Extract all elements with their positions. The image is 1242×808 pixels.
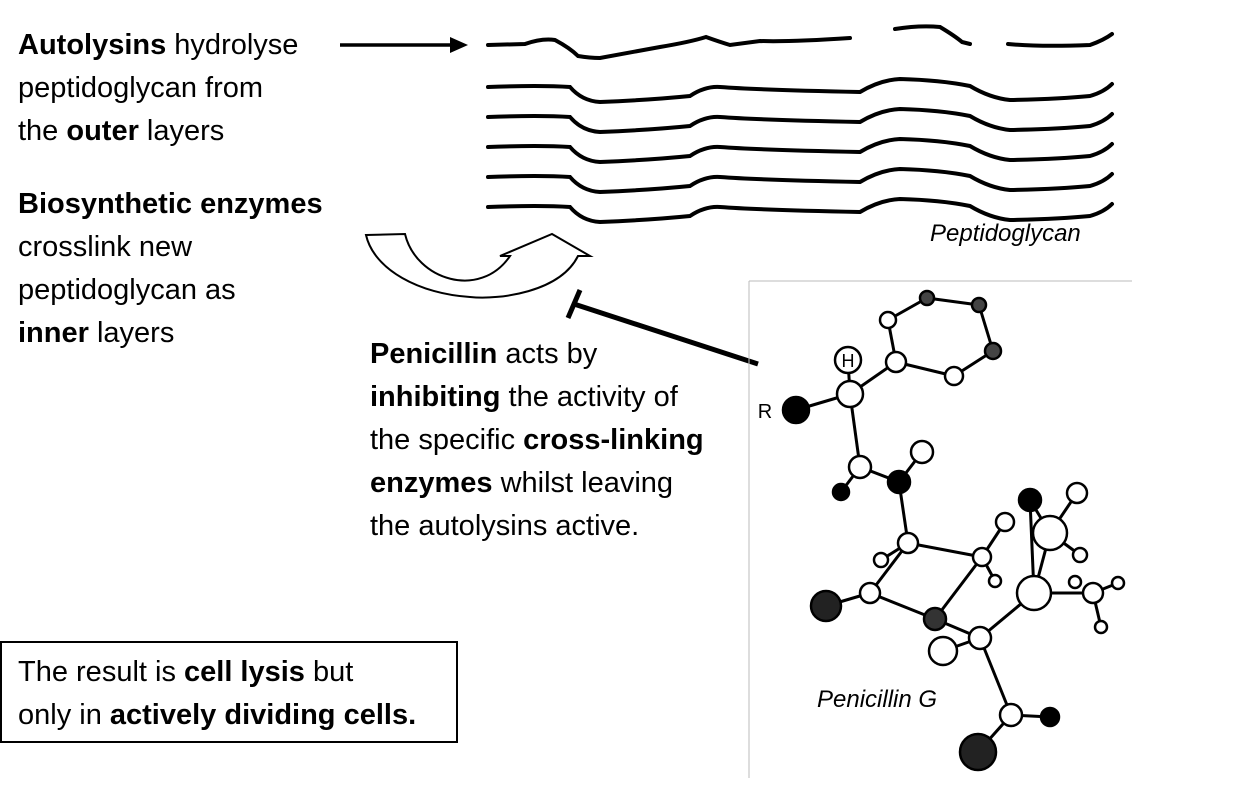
- peptidoglycan-layer: [486, 136, 1114, 165]
- autolysins-text: Autolysins hydrolyse peptidoglycan from …: [18, 29, 299, 147]
- biosynthesis-curved-arrow: [364, 232, 594, 299]
- penicillin-mechanism-text: Penicillin acts by inhibiting the activi…: [370, 338, 704, 542]
- peptidoglycan-layer: [486, 106, 1114, 135]
- atom-h-label: H: [842, 351, 855, 371]
- penicillin-g-label: Penicillin G: [817, 686, 938, 713]
- peptidoglycan-layer: [486, 196, 1114, 225]
- peptidoglycan-layer: [486, 166, 1114, 195]
- result-text: The result is cell lysis but only in act…: [18, 656, 417, 731]
- result-box: The result is cell lysis but only in act…: [0, 641, 458, 743]
- autolysins-arrow: [340, 37, 468, 53]
- biosynthetic-text: Biosynthetic enzymes crosslink new pepti…: [18, 188, 323, 349]
- inhibition-line: [565, 289, 759, 367]
- biosynthetic-bold: Biosynthetic enzymes: [18, 188, 323, 220]
- peptidoglycan-layers: [486, 24, 1114, 225]
- atom-r-label: R: [758, 401, 772, 423]
- peptidoglycan-label: Peptidoglycan: [930, 220, 1081, 247]
- autolysins-bold: Autolysins: [18, 29, 167, 61]
- peptidoglycan-layer: [486, 76, 1114, 105]
- peptidoglycan-top-layer: [486, 24, 1114, 61]
- penicillin-molecule: H R: [748, 280, 1132, 778]
